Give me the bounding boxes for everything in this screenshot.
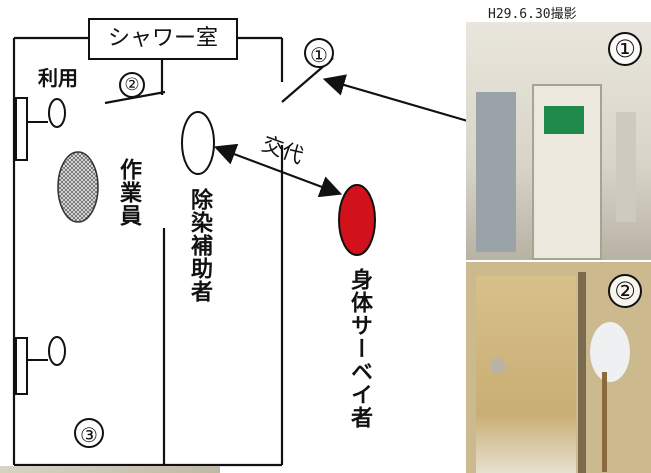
photo-date: H29.6.30撮影 <box>488 7 577 22</box>
survey-person-marker <box>338 184 376 256</box>
worker-label: 作業員 <box>116 158 141 227</box>
room-walls <box>12 36 284 467</box>
cubicle-2-marker: ② <box>119 72 145 98</box>
photo-1-marker: ① <box>608 32 642 66</box>
survey-person-label: 身体サーベイ者 <box>347 268 372 429</box>
cubicle-3-marker: ③ <box>74 418 104 448</box>
shower-head-lower <box>15 336 66 395</box>
assistant-marker <box>181 111 215 175</box>
room-title: シャワー室 <box>88 18 238 60</box>
swap-arrow <box>213 143 343 198</box>
use-label: 利用 <box>38 66 78 90</box>
photo-partial-bottom <box>0 466 220 473</box>
worker-marker <box>57 151 99 223</box>
door-1-marker: ① <box>304 38 334 68</box>
photo-shower-door: ① <box>466 22 651 260</box>
photo1-pointer-arrow <box>322 74 479 126</box>
photo-2-marker: ② <box>608 274 642 308</box>
assistant-label: 除染補助者 <box>187 188 212 303</box>
shower-head-upper <box>15 97 66 161</box>
photo-shower-cubicle: ② <box>466 262 651 473</box>
